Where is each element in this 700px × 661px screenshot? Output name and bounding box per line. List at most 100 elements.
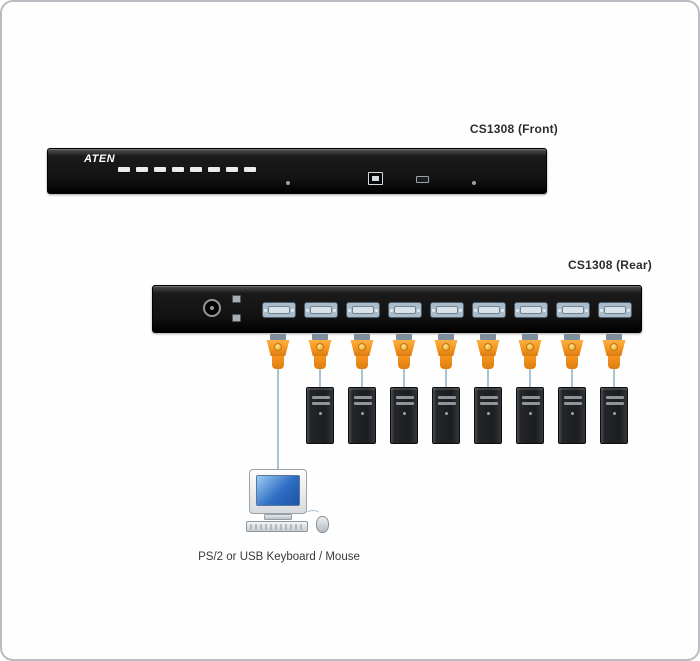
- vga-port-inner: [520, 306, 542, 314]
- connector-plug-tip: [480, 334, 496, 340]
- vga-port-inner: [604, 306, 626, 314]
- tower-power-button-icon: [571, 412, 574, 415]
- aten-logo-text: ATEN: [84, 153, 116, 165]
- tower-drive-bay: [354, 396, 372, 399]
- vga-cable-connector-icon: [391, 334, 417, 372]
- vga-port-icon: [598, 302, 632, 318]
- computer-cable-line: [361, 369, 363, 389]
- vga-cable-connector-icon: [559, 334, 585, 372]
- computer-cable-line: [403, 369, 405, 389]
- computer-cable-line: [571, 369, 573, 389]
- console-cable-line: [277, 369, 279, 469]
- connector-plug-tip: [270, 334, 286, 340]
- tower-power-button-icon: [361, 412, 364, 415]
- vga-screw-icon: [516, 309, 519, 312]
- vga-screw-icon: [543, 309, 546, 312]
- computer-tower-icon: [516, 387, 544, 444]
- vga-screw-icon: [348, 309, 351, 312]
- vga-screw-icon: [333, 309, 336, 312]
- vga-port-row: [153, 286, 641, 332]
- tower-drive-bay: [564, 396, 582, 399]
- connector-strain-relief: [314, 356, 326, 369]
- vga-port-inner: [310, 306, 332, 314]
- port-selection-buttons: [118, 167, 256, 172]
- console-monitor: [249, 469, 307, 514]
- vga-port-icon: [388, 302, 422, 318]
- rear-panel-label: CS1308 (Rear): [568, 258, 652, 272]
- aten-logo: ATEN: [84, 153, 115, 165]
- connector-plug-tip: [606, 334, 622, 340]
- computer-cable-line: [613, 369, 615, 389]
- port-pushbutton: [172, 167, 184, 172]
- tower-drive-bay: [396, 396, 414, 399]
- computer-tower-icon: [432, 387, 460, 444]
- computer-tower-icon: [600, 387, 628, 444]
- vga-port-inner: [268, 306, 290, 314]
- vga-cable-connector-icon: [433, 334, 459, 372]
- monitor-screen: [256, 475, 300, 506]
- port-pushbutton: [136, 167, 148, 172]
- console-mouse-icon: [316, 516, 329, 533]
- kvm-front-panel: ATEN: [47, 148, 547, 194]
- tower-drive-bay: [480, 402, 498, 405]
- connector-strain-relief: [566, 356, 578, 369]
- connector-strain-relief: [272, 356, 284, 369]
- vga-screw-icon: [585, 309, 588, 312]
- port-pushbutton: [190, 167, 202, 172]
- connector-strain-relief: [482, 356, 494, 369]
- connector-plug-tip: [396, 334, 412, 340]
- connector-plug-tip: [354, 334, 370, 340]
- mouse-cable: [305, 510, 321, 520]
- computer-tower-icon: [474, 387, 502, 444]
- vga-cable-connector-icon: [349, 334, 375, 372]
- tower-drive-bay: [312, 396, 330, 399]
- front-firmware-port: [416, 176, 429, 183]
- tower-drive-bay: [312, 402, 330, 405]
- vga-port-icon: [262, 302, 296, 318]
- console-keyboard: [246, 521, 308, 532]
- tower-power-button-icon: [613, 412, 616, 415]
- port-pushbutton: [154, 167, 166, 172]
- vga-screw-icon: [375, 309, 378, 312]
- vga-cable-connector-icon: [475, 334, 501, 372]
- vga-screw-icon: [264, 309, 267, 312]
- vga-screw-icon: [432, 309, 435, 312]
- tower-drive-bay: [564, 402, 582, 405]
- front-usb-port: [368, 172, 383, 185]
- tower-drive-bay: [522, 396, 540, 399]
- computer-cable-line: [445, 369, 447, 389]
- vga-port-icon: [346, 302, 380, 318]
- computer-cable-line: [529, 369, 531, 389]
- vga-screw-icon: [627, 309, 630, 312]
- kvm-rear-panel: [152, 285, 642, 333]
- connector-thumbscrew-icon: [610, 343, 618, 351]
- vga-screw-icon: [390, 309, 393, 312]
- port-pushbutton: [226, 167, 238, 172]
- vga-screw-icon: [600, 309, 603, 312]
- tower-drive-bay: [606, 396, 624, 399]
- vga-port-icon: [556, 302, 590, 318]
- connector-plug-tip: [438, 334, 454, 340]
- computer-tower-icon: [558, 387, 586, 444]
- tower-drive-bay: [522, 402, 540, 405]
- connector-strain-relief: [398, 356, 410, 369]
- tower-power-button-icon: [403, 412, 406, 415]
- computer-cable-line: [319, 369, 321, 389]
- connector-strain-relief: [608, 356, 620, 369]
- vga-port-icon: [430, 302, 464, 318]
- connector-thumbscrew-icon: [400, 343, 408, 351]
- vga-cable-connector-icon: [307, 334, 333, 372]
- vga-port-inner: [394, 306, 416, 314]
- vga-cable-connector-icon: [517, 334, 543, 372]
- rear-switch-button: [232, 295, 241, 303]
- vga-port-icon: [514, 302, 548, 318]
- vga-port-inner: [562, 306, 584, 314]
- tower-drive-bay: [438, 396, 456, 399]
- computer-tower-icon: [348, 387, 376, 444]
- tower-drive-bay: [606, 402, 624, 405]
- front-led-icon: [286, 181, 290, 185]
- vga-port-icon: [304, 302, 338, 318]
- vga-screw-icon: [501, 309, 504, 312]
- tower-drive-bay: [354, 402, 372, 405]
